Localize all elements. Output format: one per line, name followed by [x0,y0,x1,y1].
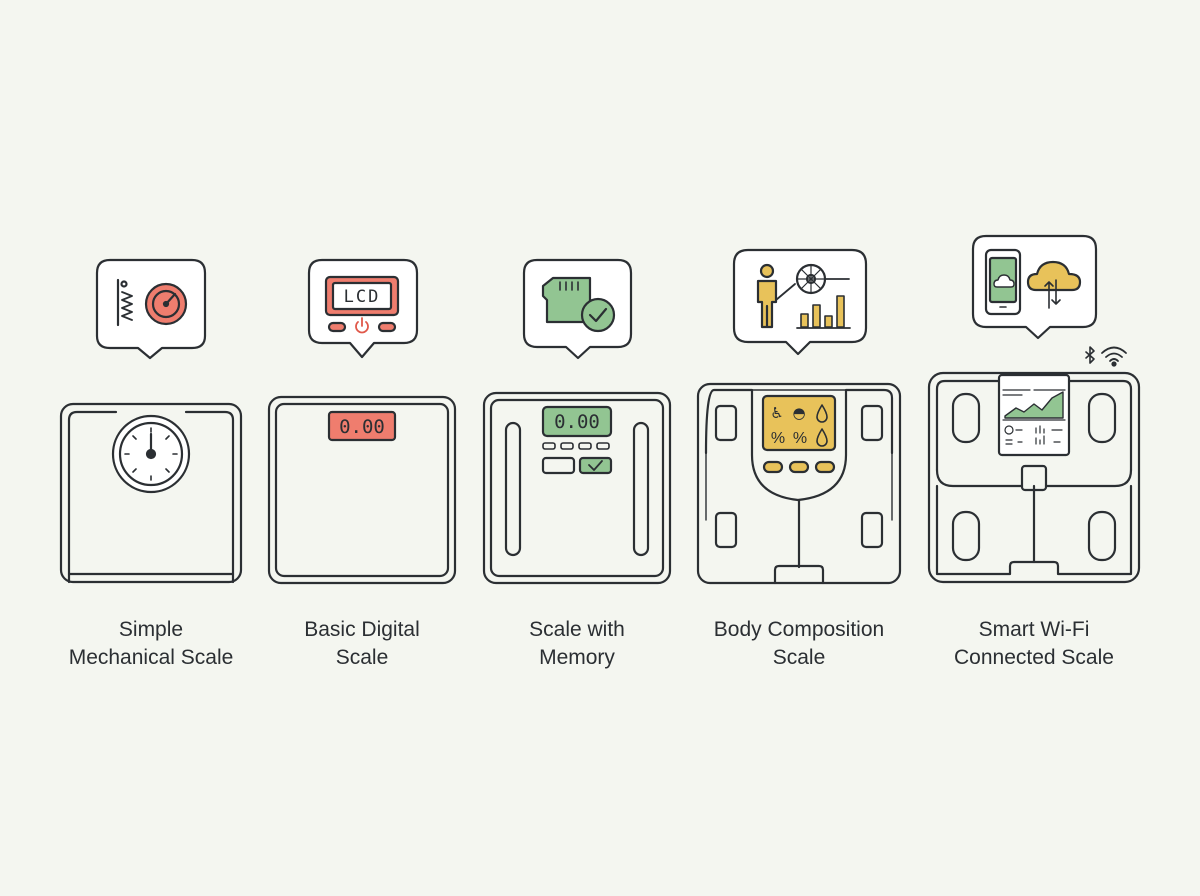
body-analysis-chart-icon [732,248,868,356]
lcd-power-icon: LCD [307,258,419,359]
bluetooth-icon [1085,346,1095,364]
memory-card-check-icon [522,258,633,360]
label-line: Mechanical Scale [68,646,234,669]
smart-scale-group [927,234,1141,584]
label-line: Body Composition [713,618,885,641]
label-line: Scale [335,646,389,669]
digital-display-value: 0.00 [339,416,385,438]
label-body-composition-scale: Body Composition Scale [679,616,919,672]
label-line: Simple [118,618,184,641]
mechanical-scale-body [59,402,243,584]
body-display-percent-1: % [771,430,785,447]
body-scale-body: ♿ ◓ % % [696,382,902,585]
svg-text:♿: ♿ [770,404,783,422]
label-mechanical-scale: Simple Mechanical Scale [31,616,271,672]
wifi-icon [1101,346,1127,367]
label-line: Basic Digital [304,618,420,641]
label-line: Scale with [529,618,625,641]
label-line: Scale [772,646,826,669]
label-line: Smart Wi-Fi [978,618,1090,641]
digital-scale-body: 0.00 [267,395,457,585]
label-line: Connected Scale [954,646,1114,669]
smart-scale-body [927,371,1141,584]
body-display-percent-2: % [793,430,807,447]
label-smart-wifi-scale: Smart Wi-Fi Connected Scale [914,616,1154,672]
label-memory-scale: Scale with Memory [457,616,697,672]
mechanical-scale-group [59,258,243,584]
label-digital-scale: Basic Digital Scale [242,616,482,672]
spring-dial-icon [95,258,207,360]
memory-scale-group: 0.00 [482,258,672,585]
memory-scale-body: 0.00 [482,391,672,585]
memory-display-value: 0.00 [554,411,600,433]
body-scale-group: ♿ ◓ % % [696,248,902,585]
lcd-bubble-text: LCD [344,287,381,307]
svg-text:◓: ◓ [792,404,805,422]
digital-scale-group: LCD 0.00 [267,258,457,585]
phone-cloud-sync-icon [971,234,1098,340]
label-line: Memory [539,646,615,669]
